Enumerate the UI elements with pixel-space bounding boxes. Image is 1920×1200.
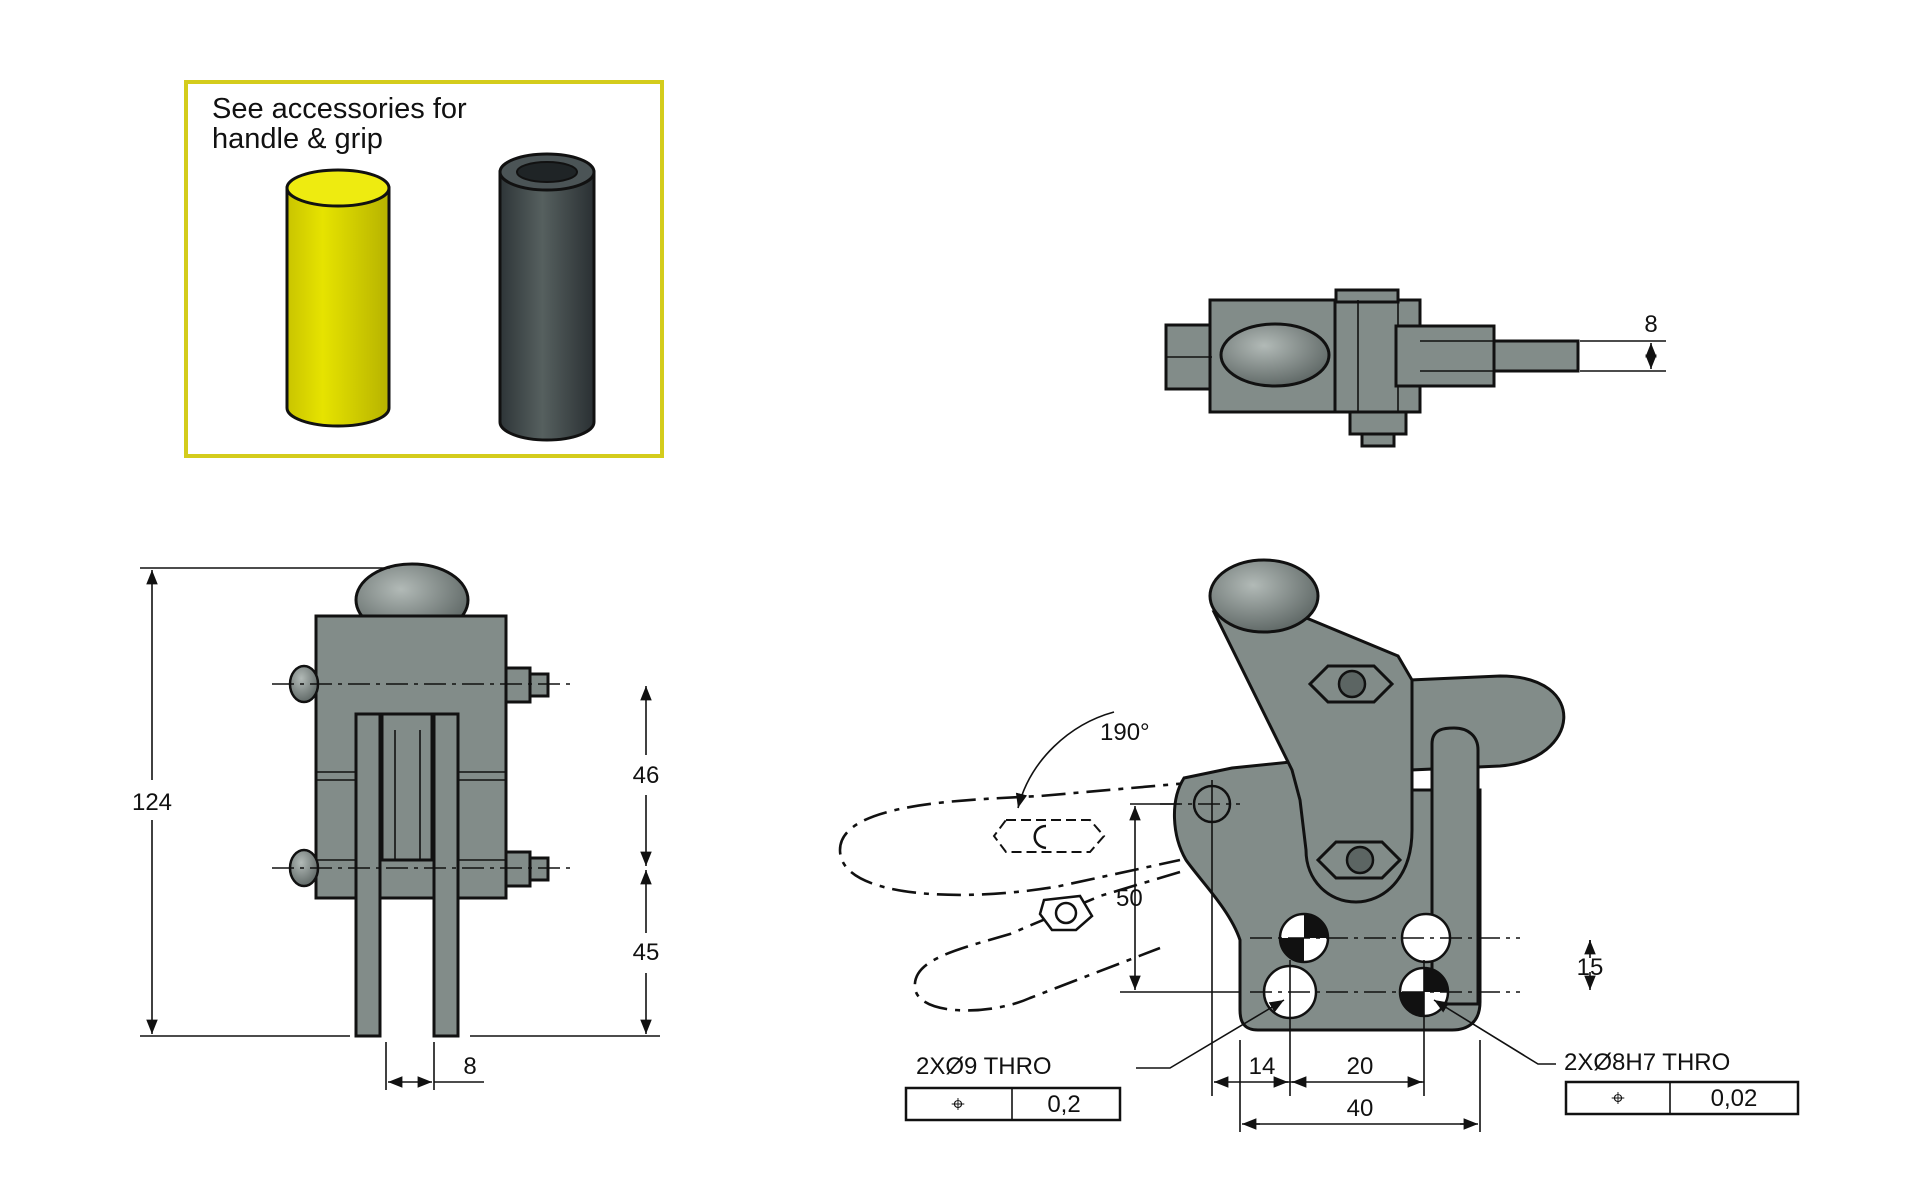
dim-base-width: 40 bbox=[1347, 1095, 1374, 1122]
dark-tube-icon bbox=[498, 152, 596, 442]
ghost-pivot-lower-icon bbox=[1038, 894, 1094, 932]
dim-swing-angle: 190° bbox=[1100, 719, 1150, 746]
dim-overall-height: 124 bbox=[132, 789, 172, 816]
ghost-handle-lower bbox=[913, 870, 1181, 1012]
callout-left: 2XØ9 THRO ⌖ 0,2 bbox=[904, 1053, 1122, 1122]
side-view: 190° 50 15 14 20 40 bbox=[838, 558, 1604, 1132]
dim-hole-row-spacing: 15 bbox=[1577, 954, 1604, 981]
left-tolerance-symbol-icon: ⌖ bbox=[951, 1091, 965, 1118]
dim-top-thickness: 8 bbox=[1644, 311, 1657, 338]
hex-bolt-upper-icon bbox=[1307, 664, 1395, 704]
hex-bolt-lower-icon bbox=[1315, 840, 1403, 880]
dim-lower-pitch: 45 bbox=[633, 939, 660, 966]
front-view: 124 46 45 8 bbox=[132, 562, 660, 1090]
right-tolerance-symbol-icon: ⌖ bbox=[1611, 1085, 1625, 1112]
dim-hole-pitch: 20 bbox=[1347, 1053, 1374, 1080]
left-hole-label: 2XØ9 THRO bbox=[916, 1053, 1052, 1080]
ghost-handle-upper bbox=[838, 780, 1201, 897]
dim-finger-gap: 8 bbox=[463, 1053, 476, 1080]
dim-edge-to-hole: 14 bbox=[1249, 1053, 1276, 1080]
accessories-note-box: See accessories for handle & grip bbox=[184, 80, 664, 458]
accessories-note-text: See accessories for handle & grip bbox=[212, 93, 467, 155]
top-view: 8 bbox=[1164, 288, 1666, 448]
dim-upper-pitch: 46 bbox=[633, 762, 660, 789]
left-tolerance-value: 0,2 bbox=[1047, 1091, 1080, 1118]
yellow-grip-icon bbox=[285, 168, 391, 428]
dim-handle-travel: 50 bbox=[1116, 885, 1143, 912]
callout-right: 2XØ8H7 THRO ⌖ 0,02 bbox=[1564, 1049, 1800, 1116]
ghost-pivot-upper-icon bbox=[992, 819, 1106, 853]
right-hole-label: 2XØ8H7 THRO bbox=[1564, 1049, 1730, 1076]
right-tolerance-value: 0,02 bbox=[1711, 1085, 1758, 1112]
